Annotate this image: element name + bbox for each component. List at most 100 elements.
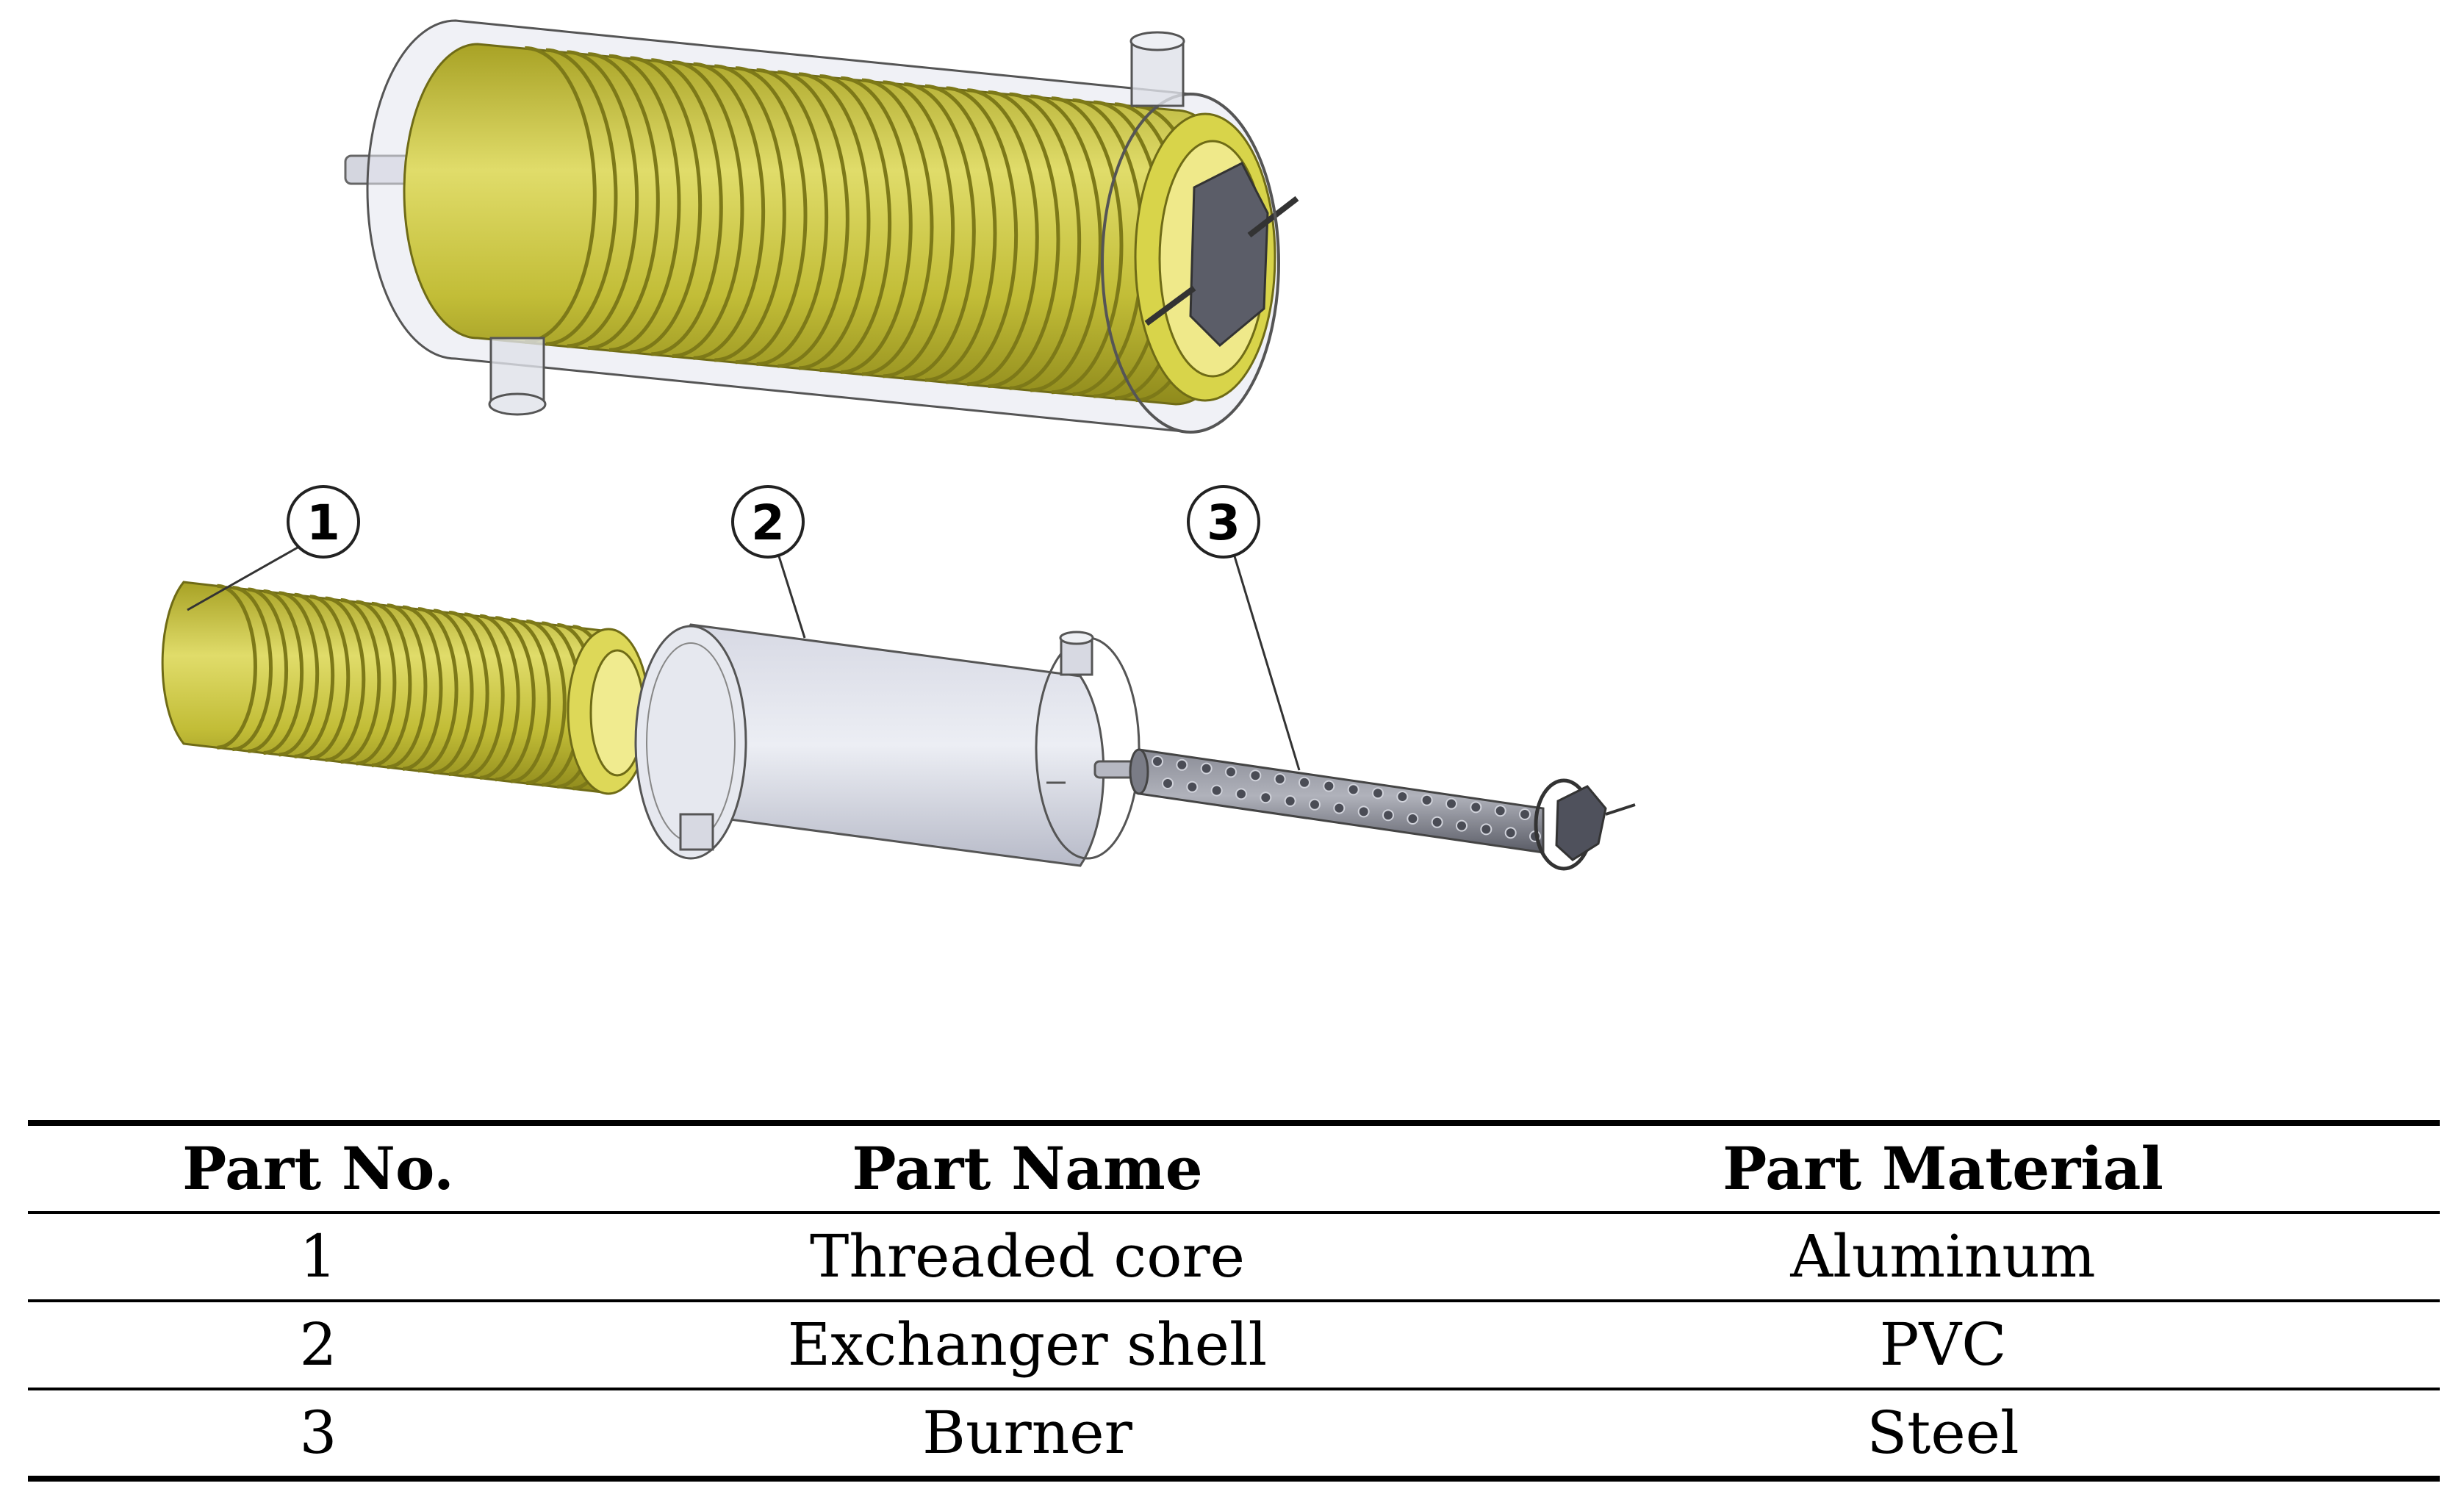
burner-hole	[1162, 778, 1174, 789]
thread-groove	[756, 68, 829, 366]
burner-hole	[1333, 802, 1346, 814]
parts-table: Part No. Part Name Part Material 1 Threa…	[28, 1120, 2440, 1482]
burner-hole	[1519, 808, 1531, 820]
thread-groove	[988, 90, 1060, 388]
burner-hole	[1176, 758, 1188, 771]
thread-groove	[861, 78, 934, 376]
thread-groove	[608, 54, 681, 352]
thread-groove	[449, 610, 489, 776]
thread-groove	[371, 601, 412, 767]
burner-hole	[1445, 797, 1457, 810]
cell-part-name: Burner	[922, 1399, 1132, 1467]
burner-hole	[1323, 780, 1335, 792]
header-part-material: Part Material	[1723, 1134, 2163, 1203]
burner-hole	[1420, 794, 1433, 806]
burner-part	[1093, 748, 1636, 871]
thread-groove	[1030, 94, 1102, 392]
thread-groove	[946, 86, 1019, 384]
burner-hole	[1407, 813, 1419, 825]
burner-hole	[1225, 766, 1237, 778]
thread-groove	[588, 52, 660, 351]
core-threads-top	[525, 46, 1208, 403]
callout-1: 1	[187, 485, 360, 611]
thread-groove	[511, 617, 551, 783]
burner-hole	[1431, 816, 1443, 828]
thread-groove	[567, 50, 639, 348]
thread-groove	[480, 614, 520, 780]
thread-groove	[798, 72, 871, 370]
burner-hole	[1235, 788, 1247, 800]
thread-groove	[672, 60, 744, 358]
thread-groove	[904, 82, 976, 381]
cell-part-material: Aluminum	[1790, 1222, 2096, 1291]
cell-part-material: Steel	[1867, 1399, 2019, 1467]
thread-groove	[356, 600, 397, 766]
burner-hole	[1260, 792, 1272, 804]
burner-hole	[1494, 805, 1506, 817]
burner-hole	[1274, 773, 1286, 785]
thread-groove	[325, 596, 366, 762]
thread-groove	[464, 612, 505, 778]
thread-groove	[777, 70, 850, 368]
cell-part-name: Threaded core	[810, 1222, 1245, 1291]
exchanger-shell-part	[634, 623, 1141, 867]
thread-groove	[1051, 96, 1124, 395]
thread-groove	[217, 584, 258, 750]
thread-groove	[387, 603, 428, 769]
thread-groove	[735, 66, 808, 365]
callout-2: 2	[731, 485, 806, 639]
thread-groove	[263, 589, 304, 755]
thread-groove	[294, 592, 335, 758]
burner-hole	[1480, 823, 1493, 836]
burner-holes	[1152, 755, 1541, 842]
burner-hole	[1284, 795, 1296, 807]
thread-groove	[402, 605, 443, 771]
thread-groove	[434, 609, 474, 775]
thread-groove	[883, 80, 955, 378]
thread-groove	[651, 58, 723, 356]
thread-groove	[340, 598, 381, 764]
burner-hole	[1299, 776, 1310, 789]
thread-groove	[545, 48, 618, 346]
assembled-exchanger	[344, 19, 1299, 434]
thread-groove	[526, 620, 567, 786]
burner-hole	[1396, 791, 1409, 803]
burner-hole	[1152, 755, 1163, 767]
thread-groove	[279, 591, 320, 757]
thread-groove	[248, 587, 288, 753]
burner-hole	[1249, 769, 1262, 782]
callout-3: 3	[1187, 485, 1301, 771]
thread-groove	[418, 607, 459, 773]
cell-part-name: Exchanger shell	[787, 1310, 1268, 1379]
burner-hole	[1186, 780, 1199, 793]
burner-hole	[1347, 783, 1359, 796]
thread-groove	[232, 586, 273, 752]
thread-groove	[714, 64, 786, 362]
burner-hole	[1210, 784, 1223, 797]
header-part-name: Part Name	[852, 1134, 1203, 1203]
thread-groove	[525, 46, 597, 344]
burner-hole	[1357, 805, 1370, 818]
burner-hole	[1470, 801, 1482, 814]
thread-groove	[841, 76, 913, 374]
header-part-no: Part No.	[182, 1134, 454, 1203]
burner-hole	[1200, 762, 1213, 775]
cell-part-no: 1	[299, 1222, 337, 1291]
heat-exchanger-figure: 1 2 3	[161, 19, 1636, 871]
thread-groove	[630, 56, 703, 354]
cell-part-no: 2	[299, 1310, 337, 1379]
cell-part-no: 3	[299, 1399, 337, 1467]
table-row: 3 Burner Steel	[28, 1389, 2440, 1479]
table-header-row: Part No. Part Name Part Material	[28, 1123, 2440, 1213]
threaded-core-part	[161, 581, 650, 795]
burner-hole	[1309, 798, 1321, 811]
cell-part-material: PVC	[1879, 1310, 2007, 1379]
thread-groove	[495, 616, 536, 782]
callout-1-label: 1	[306, 495, 340, 551]
thread-groove	[967, 88, 1039, 387]
thread-groove	[1009, 92, 1082, 390]
thread-groove	[693, 62, 766, 360]
callout-3-label: 3	[1207, 495, 1240, 551]
table-row: 1 Threaded core Aluminum	[28, 1213, 2440, 1301]
thread-groove	[819, 74, 892, 373]
